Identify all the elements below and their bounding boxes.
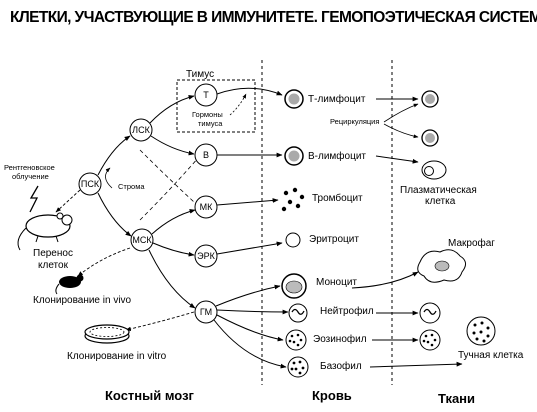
arrow-monocyte-macrophage (351, 271, 419, 289)
arrow-gm-neutrophil (216, 309, 289, 315)
node-label: Т (203, 90, 209, 100)
thrombocyte-cells (281, 187, 305, 212)
petri-dish-icon (84, 324, 130, 344)
neutrophil-cell (288, 303, 308, 323)
monocyte-cell (281, 273, 307, 299)
section-blood: Кровь (312, 388, 352, 403)
xray-label-line1: Рентгеновское (4, 163, 55, 172)
node-label: ЛСК (132, 125, 150, 135)
transfer-label-line1: Перенос (33, 248, 73, 259)
arrow-erk-erythrocyte (216, 241, 283, 255)
arrow-mk-thrombocyte (216, 198, 279, 206)
b-lymphocyte-cell (284, 146, 304, 166)
tissue-t-lymphocyte-cell (421, 90, 439, 108)
arrow-gm-eosinophil (216, 314, 284, 342)
xray-label-line2: облучение (12, 172, 49, 181)
node-label: В (203, 150, 209, 160)
arrow-t-tlymph (216, 87, 283, 96)
eosinophil-cell (285, 329, 307, 351)
lsk-node (129, 118, 153, 142)
plasma-label-line2: клетка (425, 196, 456, 207)
macrophage-label: Макрофаг (448, 237, 495, 249)
node-label: ЭРК (197, 251, 215, 261)
erythrocyte-label: Эритроцит (309, 234, 359, 245)
arrow-msk-mouse2 (77, 247, 131, 277)
stroma-arc-1 (139, 149, 206, 213)
thrombocyte-label: Тромбоцит (312, 192, 363, 204)
stroma-loop (105, 167, 113, 189)
basophil-label: Базофил (320, 360, 362, 372)
eosinophil-label: Эозинофил (313, 333, 367, 345)
plasma-cell (421, 160, 447, 180)
arrow-basophil-tissue (369, 361, 463, 368)
t-lymphocyte-label: Т-лимфоцит (308, 93, 366, 105)
erythrocyte-cell (285, 232, 301, 248)
mast-cell (466, 316, 496, 346)
hormone-arrow (229, 93, 247, 116)
thymus-label: Тимус (186, 69, 214, 80)
tissue-recirc-lymphocyte-cell (421, 129, 439, 147)
arrow-blymph-tissue (375, 155, 419, 164)
diagram-title: КЛЕТКИ, УЧАСТВУЮЩИЕ В ИММУНИТЕТЕ. ГЕМОПО… (10, 9, 537, 26)
section-bone-marrow: Костный мозг (105, 388, 195, 403)
arrow-msk-erk (152, 242, 195, 257)
tissue-neutrophil-cell (419, 302, 441, 324)
node-label: МСК (132, 235, 152, 245)
erk-node (194, 244, 218, 268)
section-tissues: Ткани (438, 391, 475, 406)
monocyte-label: Моноцит (316, 277, 357, 288)
node-label: МК (200, 202, 213, 212)
node-label: ГМ (200, 307, 212, 317)
arrow-gm-monocyte (215, 284, 281, 307)
clone-vitro-label: Клонирование in vitro (67, 351, 167, 362)
arrow-lsk-t (149, 94, 195, 124)
arrow-psk-lsk (97, 135, 131, 176)
clone-vivo-label: Клонирование in vivo (33, 295, 132, 306)
recirc-line-1 (383, 103, 419, 123)
tissue-eosinophil-cell (419, 329, 441, 351)
t-node (194, 83, 218, 107)
thymus-hormones-line1: Гормоны (192, 110, 223, 119)
stroma-label: Строма (118, 182, 145, 191)
arrow-msk-gm (148, 249, 196, 309)
neutrophil-label: Нейтрофил (320, 305, 374, 317)
arrow-psk-msk (97, 192, 132, 237)
thymus-hormones-line2: тимуса (198, 119, 223, 128)
t-lymphocyte-cell (284, 89, 304, 109)
arrow-gm-dish (125, 311, 195, 331)
mouse-small-icon (55, 274, 84, 295)
macrophage-cell (417, 249, 466, 283)
recirc-line-2 (383, 123, 419, 139)
arrow-gm-basophil (213, 319, 287, 369)
arrow-lsk-b (150, 135, 195, 156)
node-label: ПСК (81, 179, 100, 189)
arrow-msk-mk (151, 209, 196, 235)
basophil-cell (287, 356, 309, 378)
mouse-icon (17, 212, 73, 251)
mast-cell-label: Тучная клетка (458, 350, 524, 361)
lightning-icon (29, 185, 39, 213)
b-lymphocyte-label: В-лимфоцит (308, 150, 366, 162)
mk-node (194, 195, 218, 219)
recirculation-label: Рециркуляция (330, 117, 379, 126)
psk-node (78, 172, 102, 196)
arrow-psk-mouse (55, 189, 81, 213)
gm-node (194, 300, 218, 324)
transfer-label-line2: клеток (38, 260, 69, 271)
plasma-label-line1: Плазматическая (400, 185, 477, 196)
msk-node (130, 228, 154, 252)
